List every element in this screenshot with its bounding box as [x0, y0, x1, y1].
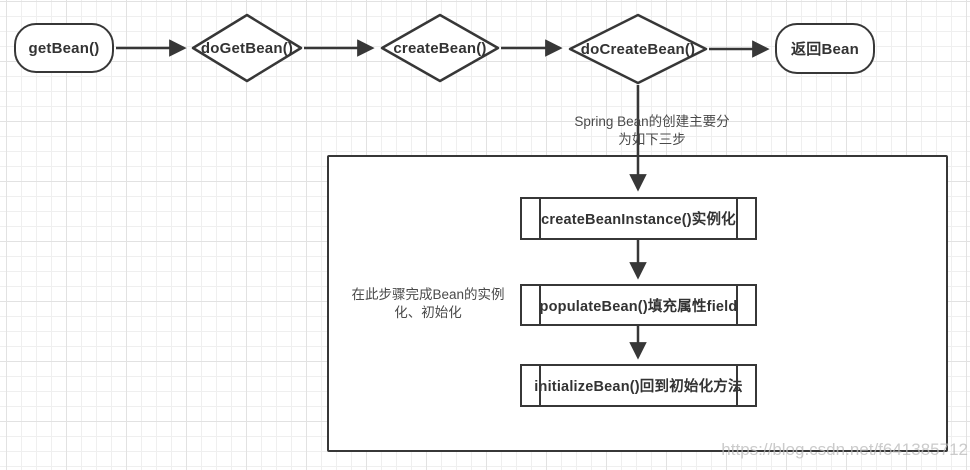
node-getbean: getBean() [14, 23, 114, 73]
note-instance-init-line2: 化、初始化 [394, 304, 462, 320]
subprocess-createbeaninstance-label: createBeanInstance()实例化 [541, 212, 736, 228]
note-spring-bean-steps-line2: 为如下三步 [618, 131, 686, 147]
subprocess-createbeaninstance: createBeanInstance()实例化 [520, 197, 757, 240]
subprocess-left-bar [539, 199, 541, 238]
subprocess-right-bar [736, 366, 738, 405]
note-instance-init: 在此步骤完成Bean的实例 化、初始化 [332, 286, 524, 322]
node-dogetbean: doGetBean() [191, 13, 303, 83]
node-return-bean: 返回Bean [775, 23, 875, 74]
node-dogetbean-label: doGetBean() [200, 39, 294, 57]
subprocess-populatebean-label: populateBean()填充属性field [539, 298, 738, 315]
note-instance-init-line1: 在此步骤完成Bean的实例 [351, 287, 505, 302]
subprocess-initializebean-label: initializeBean()回到初始化方法 [534, 379, 743, 395]
subprocess-populatebean: populateBean()填充属性field [520, 284, 757, 326]
subprocess-left-bar [539, 286, 541, 324]
node-getbean-label: getBean() [28, 39, 100, 57]
subprocess-right-bar [736, 286, 738, 324]
subprocess-initializebean: initializeBean()回到初始化方法 [520, 364, 757, 407]
node-createbean: createBean() [380, 13, 500, 83]
diamond-shape [568, 13, 708, 85]
diamond-shape [191, 13, 303, 83]
subprocess-right-bar [736, 199, 738, 238]
node-docreatebean: doCreateBean() [568, 13, 708, 85]
subprocess-left-bar [539, 366, 541, 405]
watermark-text: https://blog.csdn.net/f641385712 [721, 440, 968, 459]
node-return-bean-label: 返回Bean [791, 41, 859, 58]
diamond-shape [380, 13, 500, 83]
note-spring-bean-steps: Spring Bean的创建主要分 为如下三步 [552, 113, 752, 149]
node-createbean-label: createBean() [393, 39, 487, 57]
note-spring-bean-steps-line1: Spring Bean的创建主要分 [574, 114, 730, 129]
node-docreatebean-label: doCreateBean() [580, 40, 696, 58]
